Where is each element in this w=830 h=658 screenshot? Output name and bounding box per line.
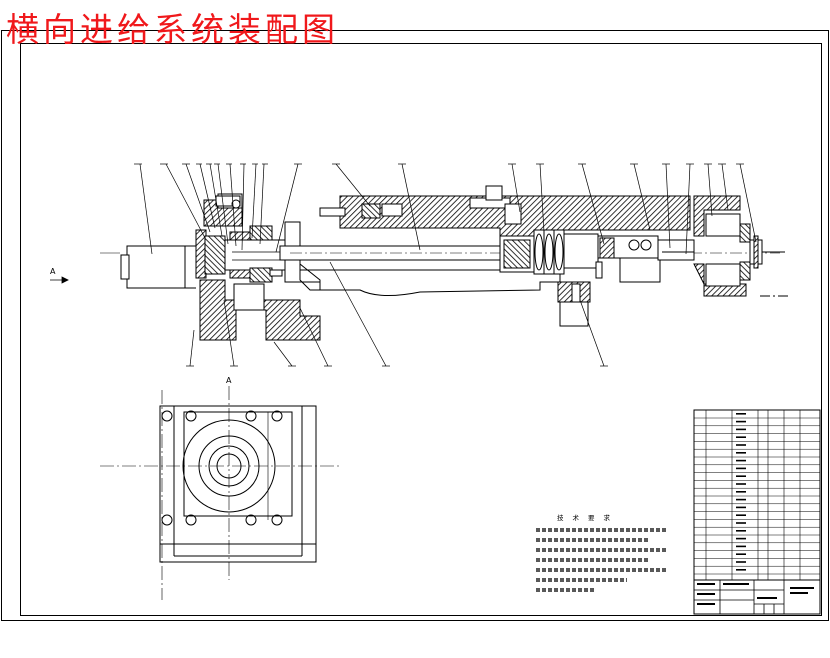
parts-list-cell-mark <box>736 498 746 501</box>
parts-list-cell-mark <box>736 444 746 446</box>
parts-list-cell-mark <box>736 506 746 509</box>
tech-requirement-line <box>536 528 666 532</box>
title-block-marks <box>697 583 814 605</box>
tech-requirements-title: 技术要求 <box>557 514 619 522</box>
parts-list-cell-mark <box>736 491 746 493</box>
title-block <box>693 579 821 615</box>
view-arrow-a <box>50 276 69 284</box>
leader-lines <box>134 163 757 367</box>
view-a-label: A <box>226 376 232 385</box>
tech-requirement-line <box>536 568 666 572</box>
parts-list-cell-mark <box>736 569 746 571</box>
tech-requirement-line <box>536 538 651 542</box>
parts-list-cell-mark <box>736 452 746 454</box>
tech-requirements-text <box>536 528 666 598</box>
motor-body <box>126 245 186 289</box>
parts-list-cell-mark <box>736 537 746 540</box>
view-a-drawing <box>100 386 340 600</box>
parts-list-cell-mark <box>736 514 746 516</box>
outer-border <box>1 30 829 621</box>
parts-list-cell-mark <box>736 545 746 548</box>
parts-list-cell-mark <box>736 530 746 532</box>
parts-list-cell-mark <box>736 553 746 555</box>
parts-list-cell-mark <box>736 428 746 431</box>
tech-requirement-line <box>536 558 651 562</box>
main-section-view <box>100 185 790 341</box>
tech-requirement-line <box>536 588 595 592</box>
parts-list-rows <box>694 413 820 575</box>
parts-list-cell-mark <box>736 413 746 415</box>
tech-requirement-line <box>536 548 666 552</box>
parts-list-table <box>693 409 821 581</box>
parts-list-cell-mark <box>736 561 746 563</box>
view-arrow-label: A <box>50 267 56 276</box>
drawing-title: 横向进给系统装配图 <box>6 10 339 49</box>
parts-list-cell-mark <box>736 420 746 423</box>
parts-list-cell-mark <box>736 459 746 462</box>
parts-list-cell-mark <box>736 436 746 438</box>
inner-frame <box>20 43 822 616</box>
parts-list-cell-mark <box>736 467 746 470</box>
tech-requirement-line <box>536 578 627 582</box>
parts-list-cell-mark <box>736 475 746 477</box>
parts-list-cell-mark <box>736 522 746 524</box>
parts-list-cell-mark <box>736 483 746 485</box>
